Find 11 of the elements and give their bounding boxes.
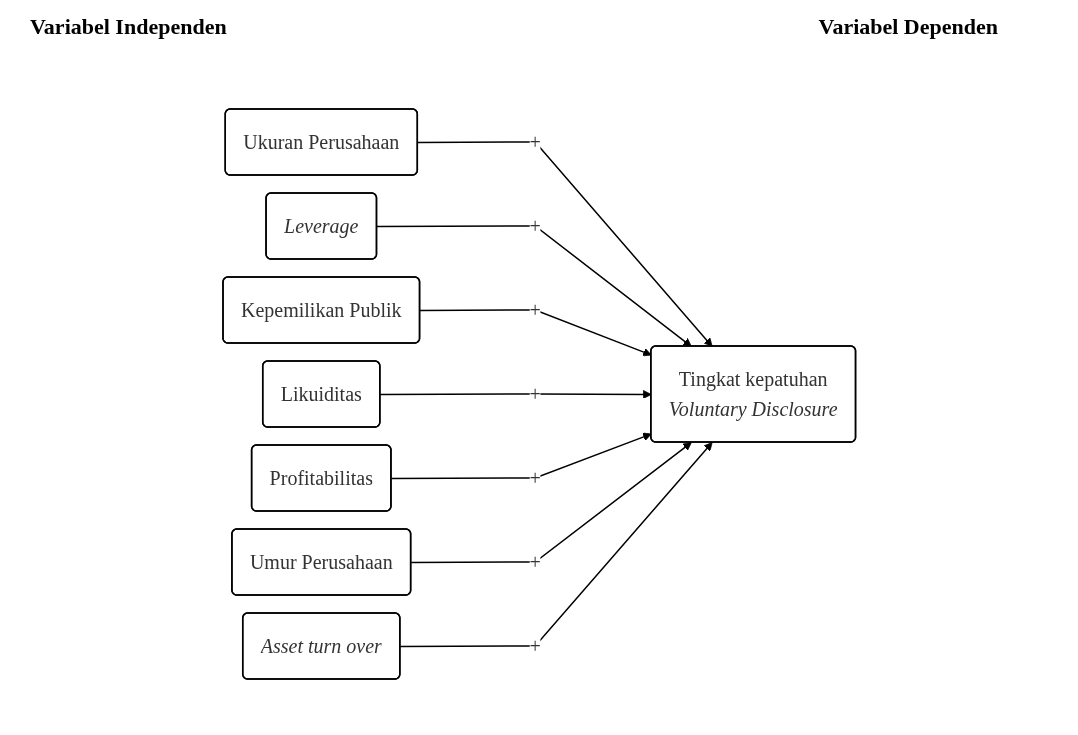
arrow xyxy=(399,442,713,648)
edge-label: + xyxy=(529,635,541,657)
arrow xyxy=(410,442,692,564)
edge-label: + xyxy=(529,551,541,573)
column-heading: Variabel Dependen xyxy=(818,14,998,41)
column-heading: Variabel Independen xyxy=(30,14,227,41)
edge-label: + xyxy=(529,215,541,237)
edge-label: + xyxy=(529,131,541,153)
edge-label: + xyxy=(529,299,541,321)
edge-label: + xyxy=(529,383,541,405)
edge-label: + xyxy=(529,467,541,489)
